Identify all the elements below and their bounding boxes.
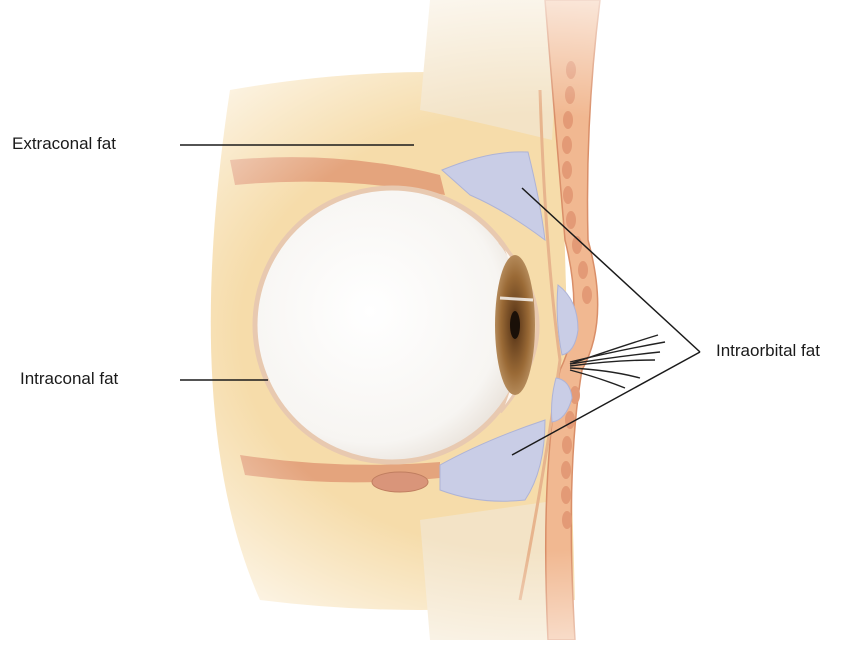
inferior-oblique [372, 472, 428, 492]
extraconal-fat-label: Extraconal fat [12, 134, 116, 154]
iris-highlight [500, 298, 533, 300]
intraconal-fat-label: Intraconal fat [20, 369, 118, 389]
intraorbital-fat-label: Intraorbital fat [716, 341, 820, 361]
pupil [510, 311, 520, 339]
eye-globe [255, 188, 529, 462]
